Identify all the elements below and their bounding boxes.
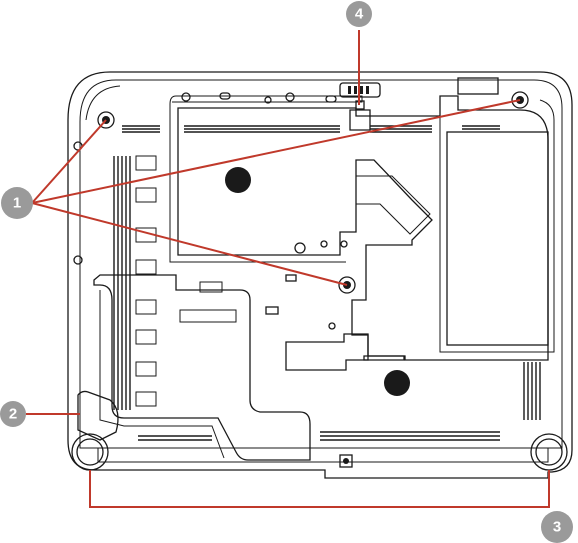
callout-1-label: 1 bbox=[13, 195, 21, 212]
callout-3-label: 3 bbox=[553, 519, 561, 536]
screw-holes bbox=[74, 92, 528, 467]
callout-2: 2 bbox=[0, 401, 26, 427]
callout-3: 3 bbox=[541, 511, 573, 543]
center-plate bbox=[170, 96, 548, 360]
callout-1: 1 bbox=[1, 187, 33, 219]
center-duct bbox=[286, 176, 430, 370]
callout-4-label: 4 bbox=[355, 6, 364, 23]
left-slot-grid bbox=[136, 156, 236, 406]
callout-2-label: 2 bbox=[9, 406, 17, 423]
right-panel bbox=[447, 132, 548, 345]
callout-4: 4 bbox=[346, 1, 372, 27]
